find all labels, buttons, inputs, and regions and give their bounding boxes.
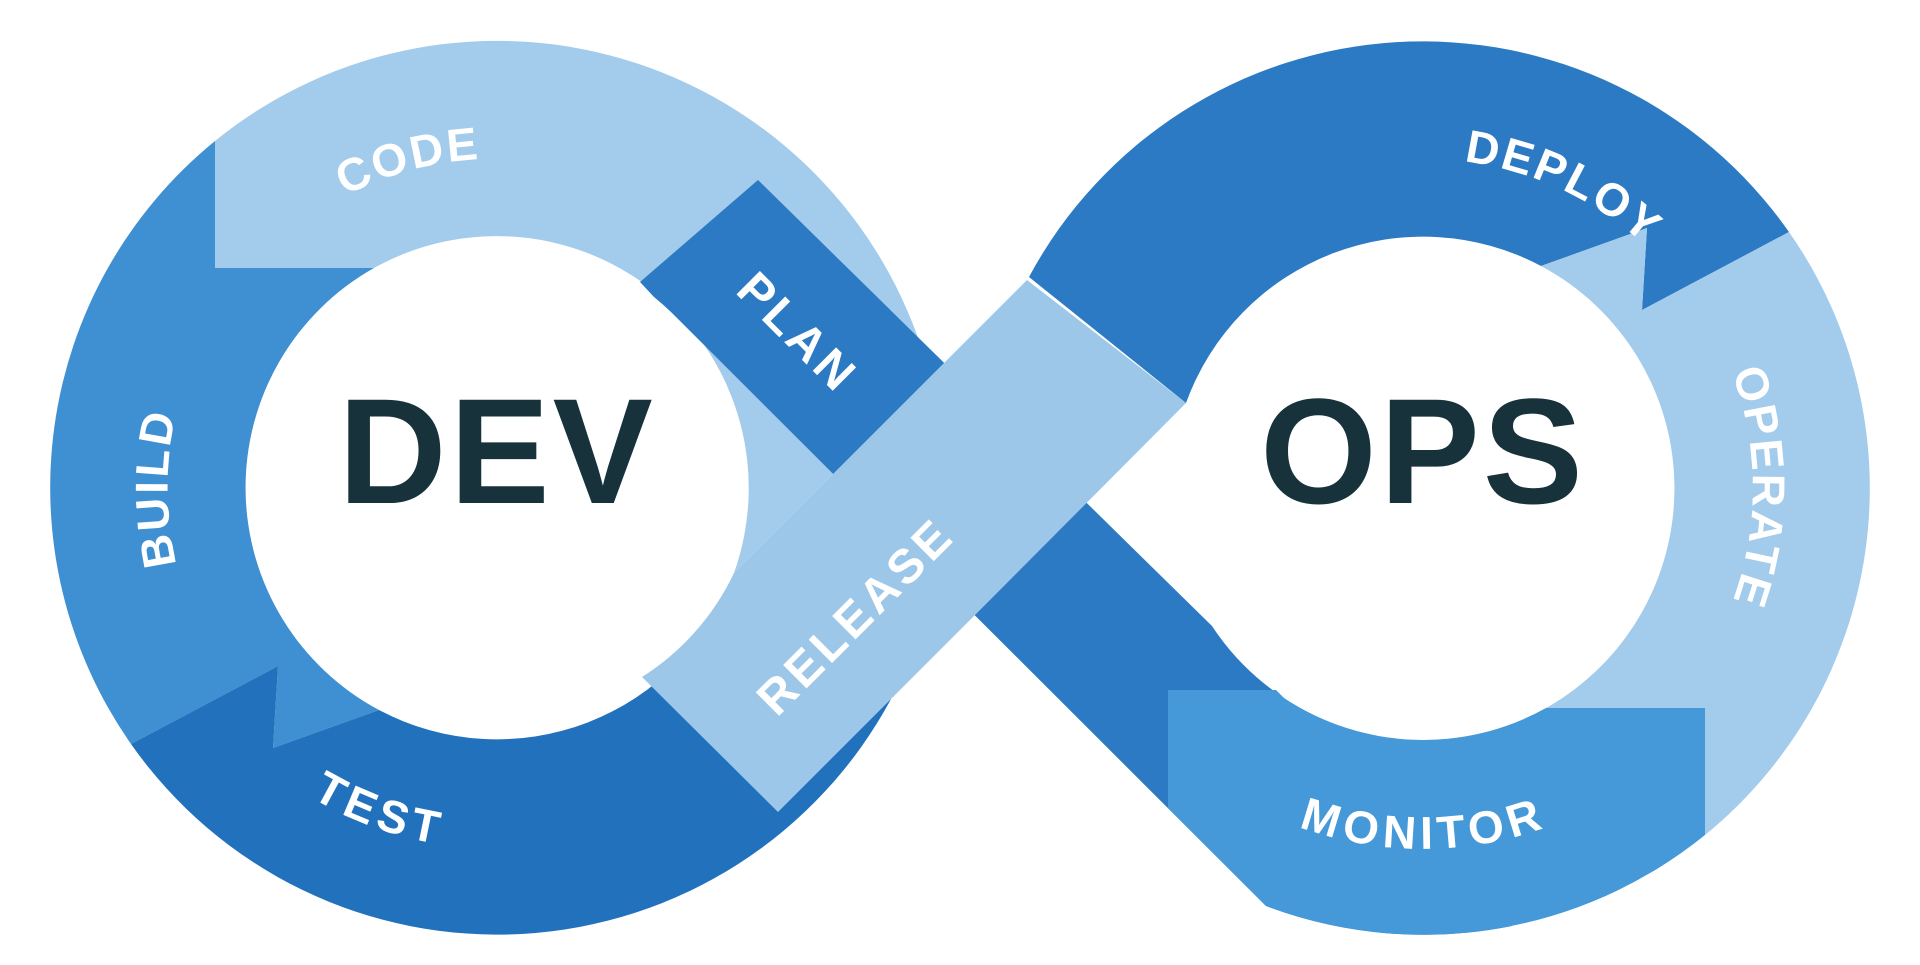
segment-build-shape <box>50 141 380 748</box>
segment-operate-shape <box>1541 228 1870 835</box>
segment-monitor-shape <box>1168 690 1705 935</box>
segment-deploy-shape <box>1029 41 1789 403</box>
segment-code-shape <box>215 40 930 573</box>
label-dev: DEV <box>338 367 655 535</box>
crossing-band-release-shape <box>642 280 1186 812</box>
label-ops: OPS <box>1260 367 1586 535</box>
label-build: BUILD <box>125 404 186 573</box>
